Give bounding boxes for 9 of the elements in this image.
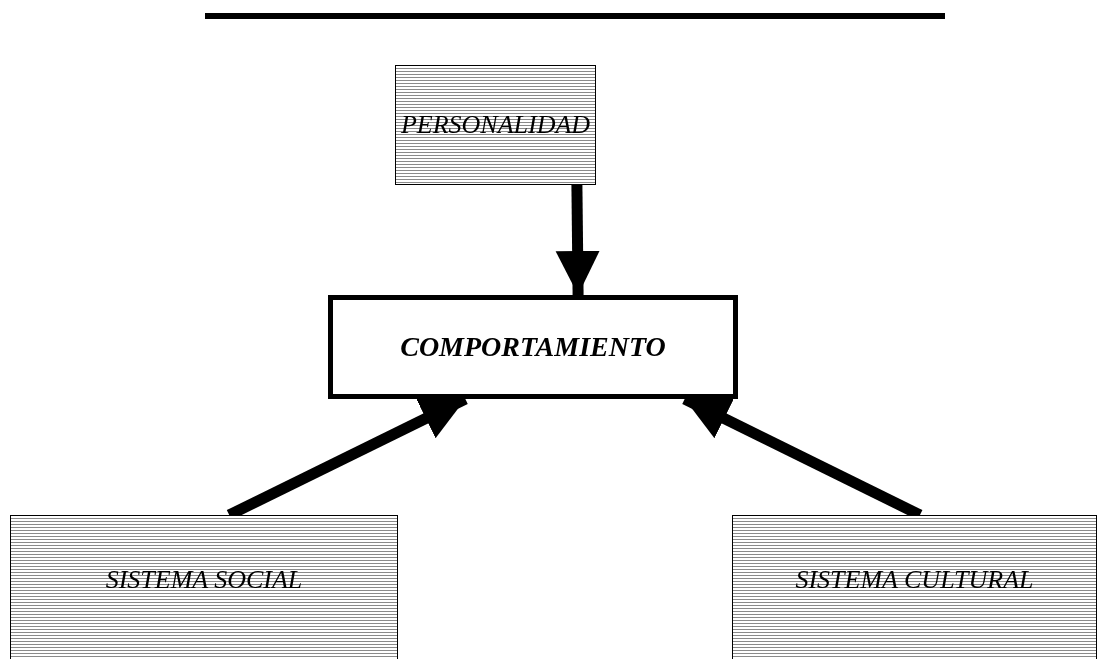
arrow [555,184,600,296]
box-label: PERSONALIDAD [400,110,591,140]
box-label: SISTEMA SOCIAL [105,566,303,595]
hatched-box [395,65,596,185]
hatched-box [10,515,398,659]
hatched-box [732,515,1097,659]
box-label: COMPORTAMIENTO [400,331,666,363]
box-label: SISTEMA CULTURAL [795,566,1034,595]
central-box [328,295,738,399]
